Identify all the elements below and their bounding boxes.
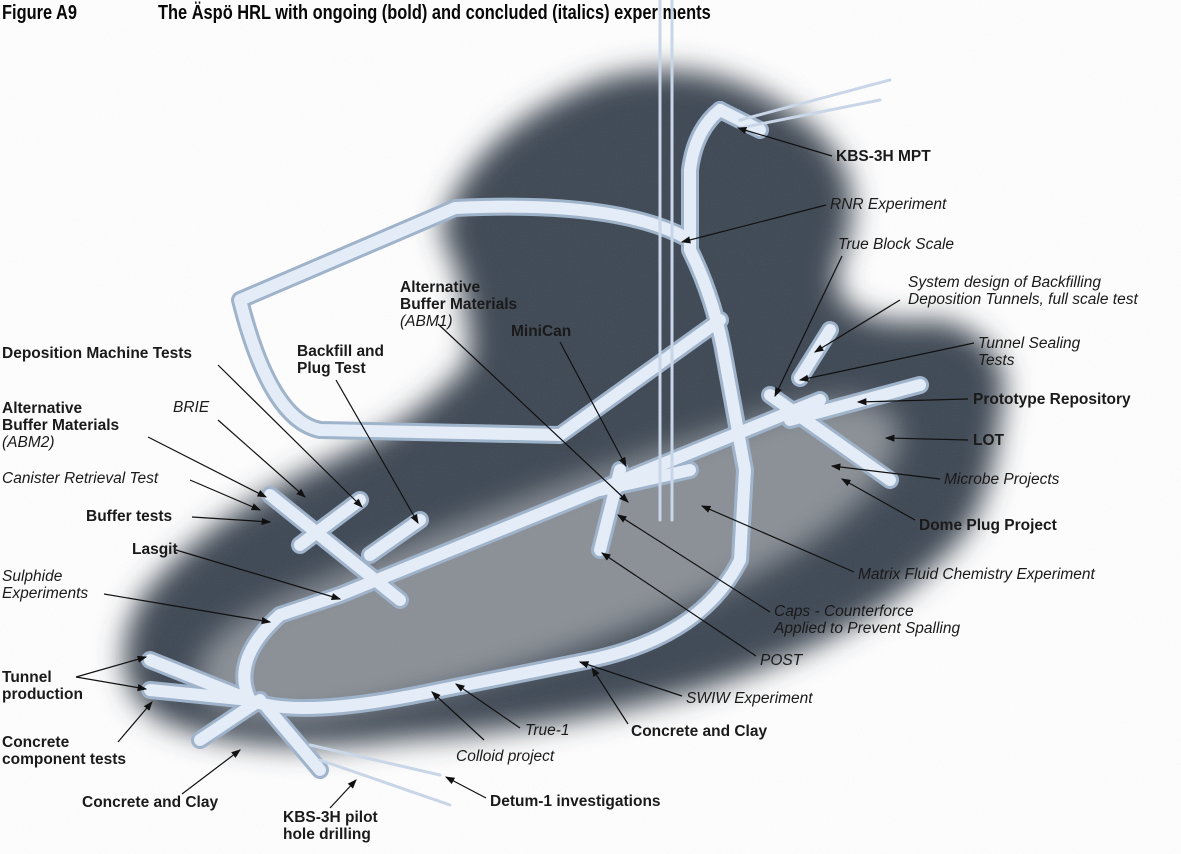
label-dome-plug-project: Dome Plug Project: [919, 517, 1057, 534]
label-rnr-experiment: RNR Experiment: [830, 196, 947, 213]
label-prototype-repository: Prototype Repository: [973, 391, 1131, 408]
label-minican: MiniCan: [511, 323, 572, 340]
label-deposition-machine-tests: Deposition Machine Tests: [2, 345, 193, 362]
tunnels: [141, 0, 929, 807]
label-canister-retrieval-test: Canister Retrieval Test: [2, 470, 159, 487]
label-colloid-project: Colloid project: [456, 748, 555, 765]
label-true-block-scale: True Block Scale: [838, 236, 955, 253]
label-swiw-experiment: SWIW Experiment: [686, 690, 813, 707]
label-concrete-and-clay-right: Concrete and Clay: [631, 723, 768, 740]
label-buffer-tests: Buffer tests: [86, 508, 173, 525]
leader-lines: [75, 126, 975, 809]
label-kbs3h-mpt: KBS-3H MPT: [836, 148, 931, 165]
label-post: POST: [760, 652, 803, 669]
label-lot: LOT: [973, 432, 1004, 449]
label-microbe-projects: Microbe Projects: [944, 471, 1060, 488]
label-true-1: True-1: [525, 722, 570, 739]
label-brie: BRIE: [173, 399, 210, 416]
label-matrix-fluid-chemistry: Matrix Fluid Chemistry Experiment: [858, 566, 1095, 583]
label-lasgit: Lasgit: [132, 541, 178, 558]
label-concrete-and-clay-left: Concrete and Clay: [82, 794, 219, 811]
label-detum-1: Detum-1 investigations: [490, 793, 661, 810]
